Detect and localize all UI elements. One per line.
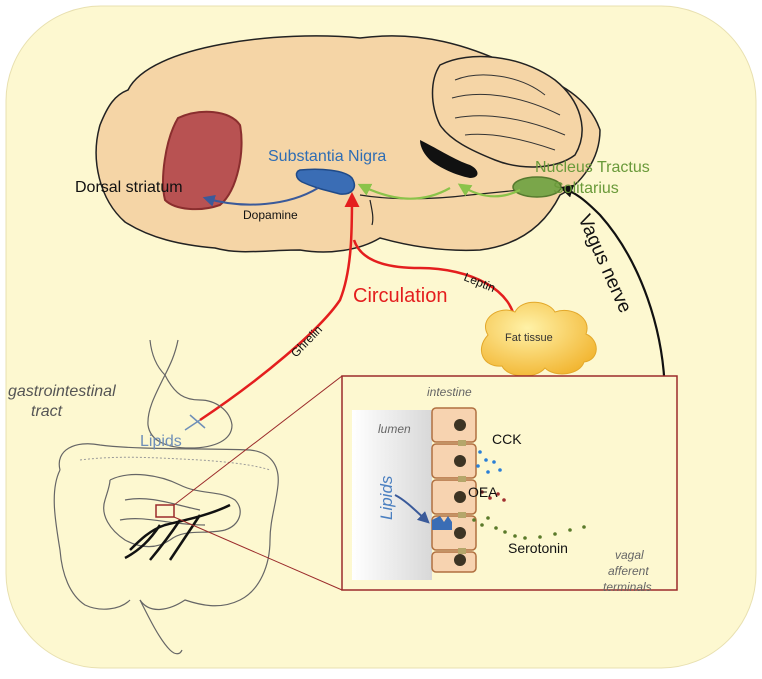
gi-tract (53, 339, 279, 655)
mesenteric-nerves (124, 503, 231, 561)
fat-tissue (481, 301, 597, 377)
vagus-nerve-trunk (559, 184, 667, 401)
vagal-label-line3: terminals (603, 580, 652, 594)
circulation-label: Circulation (353, 285, 447, 307)
substantia-nigra-region (295, 168, 356, 195)
brain (95, 35, 601, 253)
lipid-receptor (432, 516, 452, 530)
dorsal-striatum-region (162, 110, 243, 211)
lipids-gut-label: Lipids (140, 433, 182, 450)
nts-label-line1: Nucleus Tractus (535, 159, 650, 176)
intestine-label: intestine (427, 385, 472, 399)
dopamine-label: Dopamine (243, 208, 298, 222)
leptin-circulation-arrow (352, 239, 517, 326)
epithelial-cells (431, 407, 477, 573)
vagal-label-line1: vagal (615, 548, 644, 562)
substantia-nigra-label: Substantia Nigra (268, 148, 386, 165)
cerebellum (431, 55, 583, 168)
cck-label: CCK (492, 431, 522, 447)
nts-relay-arrow-1 (457, 183, 521, 198)
oea-dots (480, 490, 506, 502)
dopamine-arrow (202, 187, 319, 207)
dorsal-striatum-label: Dorsal striatum (75, 179, 183, 196)
fat-tissue-label: Fat tissue (505, 332, 553, 344)
gi-tract-label-line2: tract (31, 403, 63, 420)
lumen-label: lumen (378, 422, 411, 436)
brain-fissure (420, 140, 478, 178)
gut-zoom-marker (155, 504, 175, 518)
serotonin-label: Serotonin (508, 540, 568, 556)
serotonin-dots (472, 516, 586, 540)
nts-relay-arrow-2 (357, 183, 451, 200)
intestine-inset (341, 375, 678, 591)
nts-label-line2: Solitarius (553, 180, 619, 197)
lipids-gut-marker (184, 414, 206, 431)
lipids-inset-label: Lipids (377, 475, 396, 520)
gi-tract-label-line1: gastrointestinal (8, 383, 116, 400)
ghrelin-circulation-arrow (199, 192, 360, 422)
oea-label: OEA (468, 484, 498, 500)
lipids-uptake-arrow (394, 494, 430, 524)
vagal-label-line2: afferent (608, 564, 649, 578)
cck-dots (476, 450, 502, 474)
